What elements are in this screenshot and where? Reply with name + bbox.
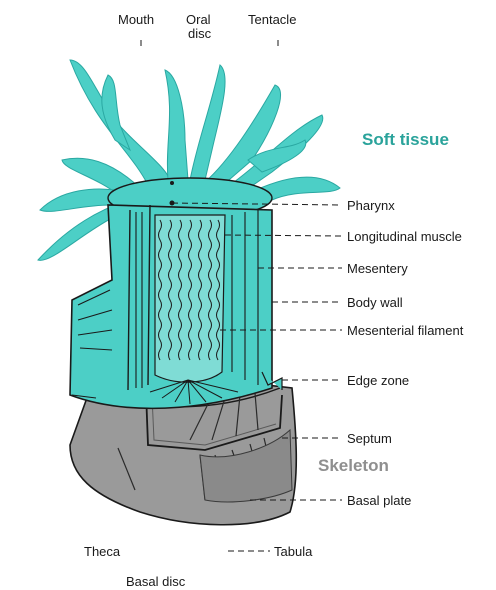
label-mesentery: Mesentery	[347, 261, 408, 276]
label-oral-disc-2: disc	[188, 26, 211, 41]
label-septum: Septum	[347, 431, 392, 446]
label-basal-plate: Basal plate	[347, 493, 411, 508]
label-basal-disc: Basal disc	[126, 574, 185, 589]
label-tentacle: Tentacle	[248, 12, 296, 27]
label-oral-disc-1: Oral	[186, 12, 211, 27]
mouth-dot	[170, 181, 174, 185]
soft-tissue	[38, 60, 340, 408]
label-tabula: Tabula	[274, 544, 312, 559]
label-body-wall: Body wall	[347, 295, 403, 310]
label-longitudinal-muscle: Longitudinal muscle	[347, 229, 462, 244]
label-edge-zone: Edge zone	[347, 373, 409, 388]
skeleton-title: Skeleton	[318, 456, 389, 476]
label-theca: Theca	[84, 544, 120, 559]
label-mesenterial-filament: Mesenterial filament	[347, 323, 463, 338]
label-pharynx: Pharynx	[347, 198, 395, 213]
label-mouth: Mouth	[118, 12, 154, 27]
soft-tissue-title: Soft tissue	[362, 130, 449, 150]
